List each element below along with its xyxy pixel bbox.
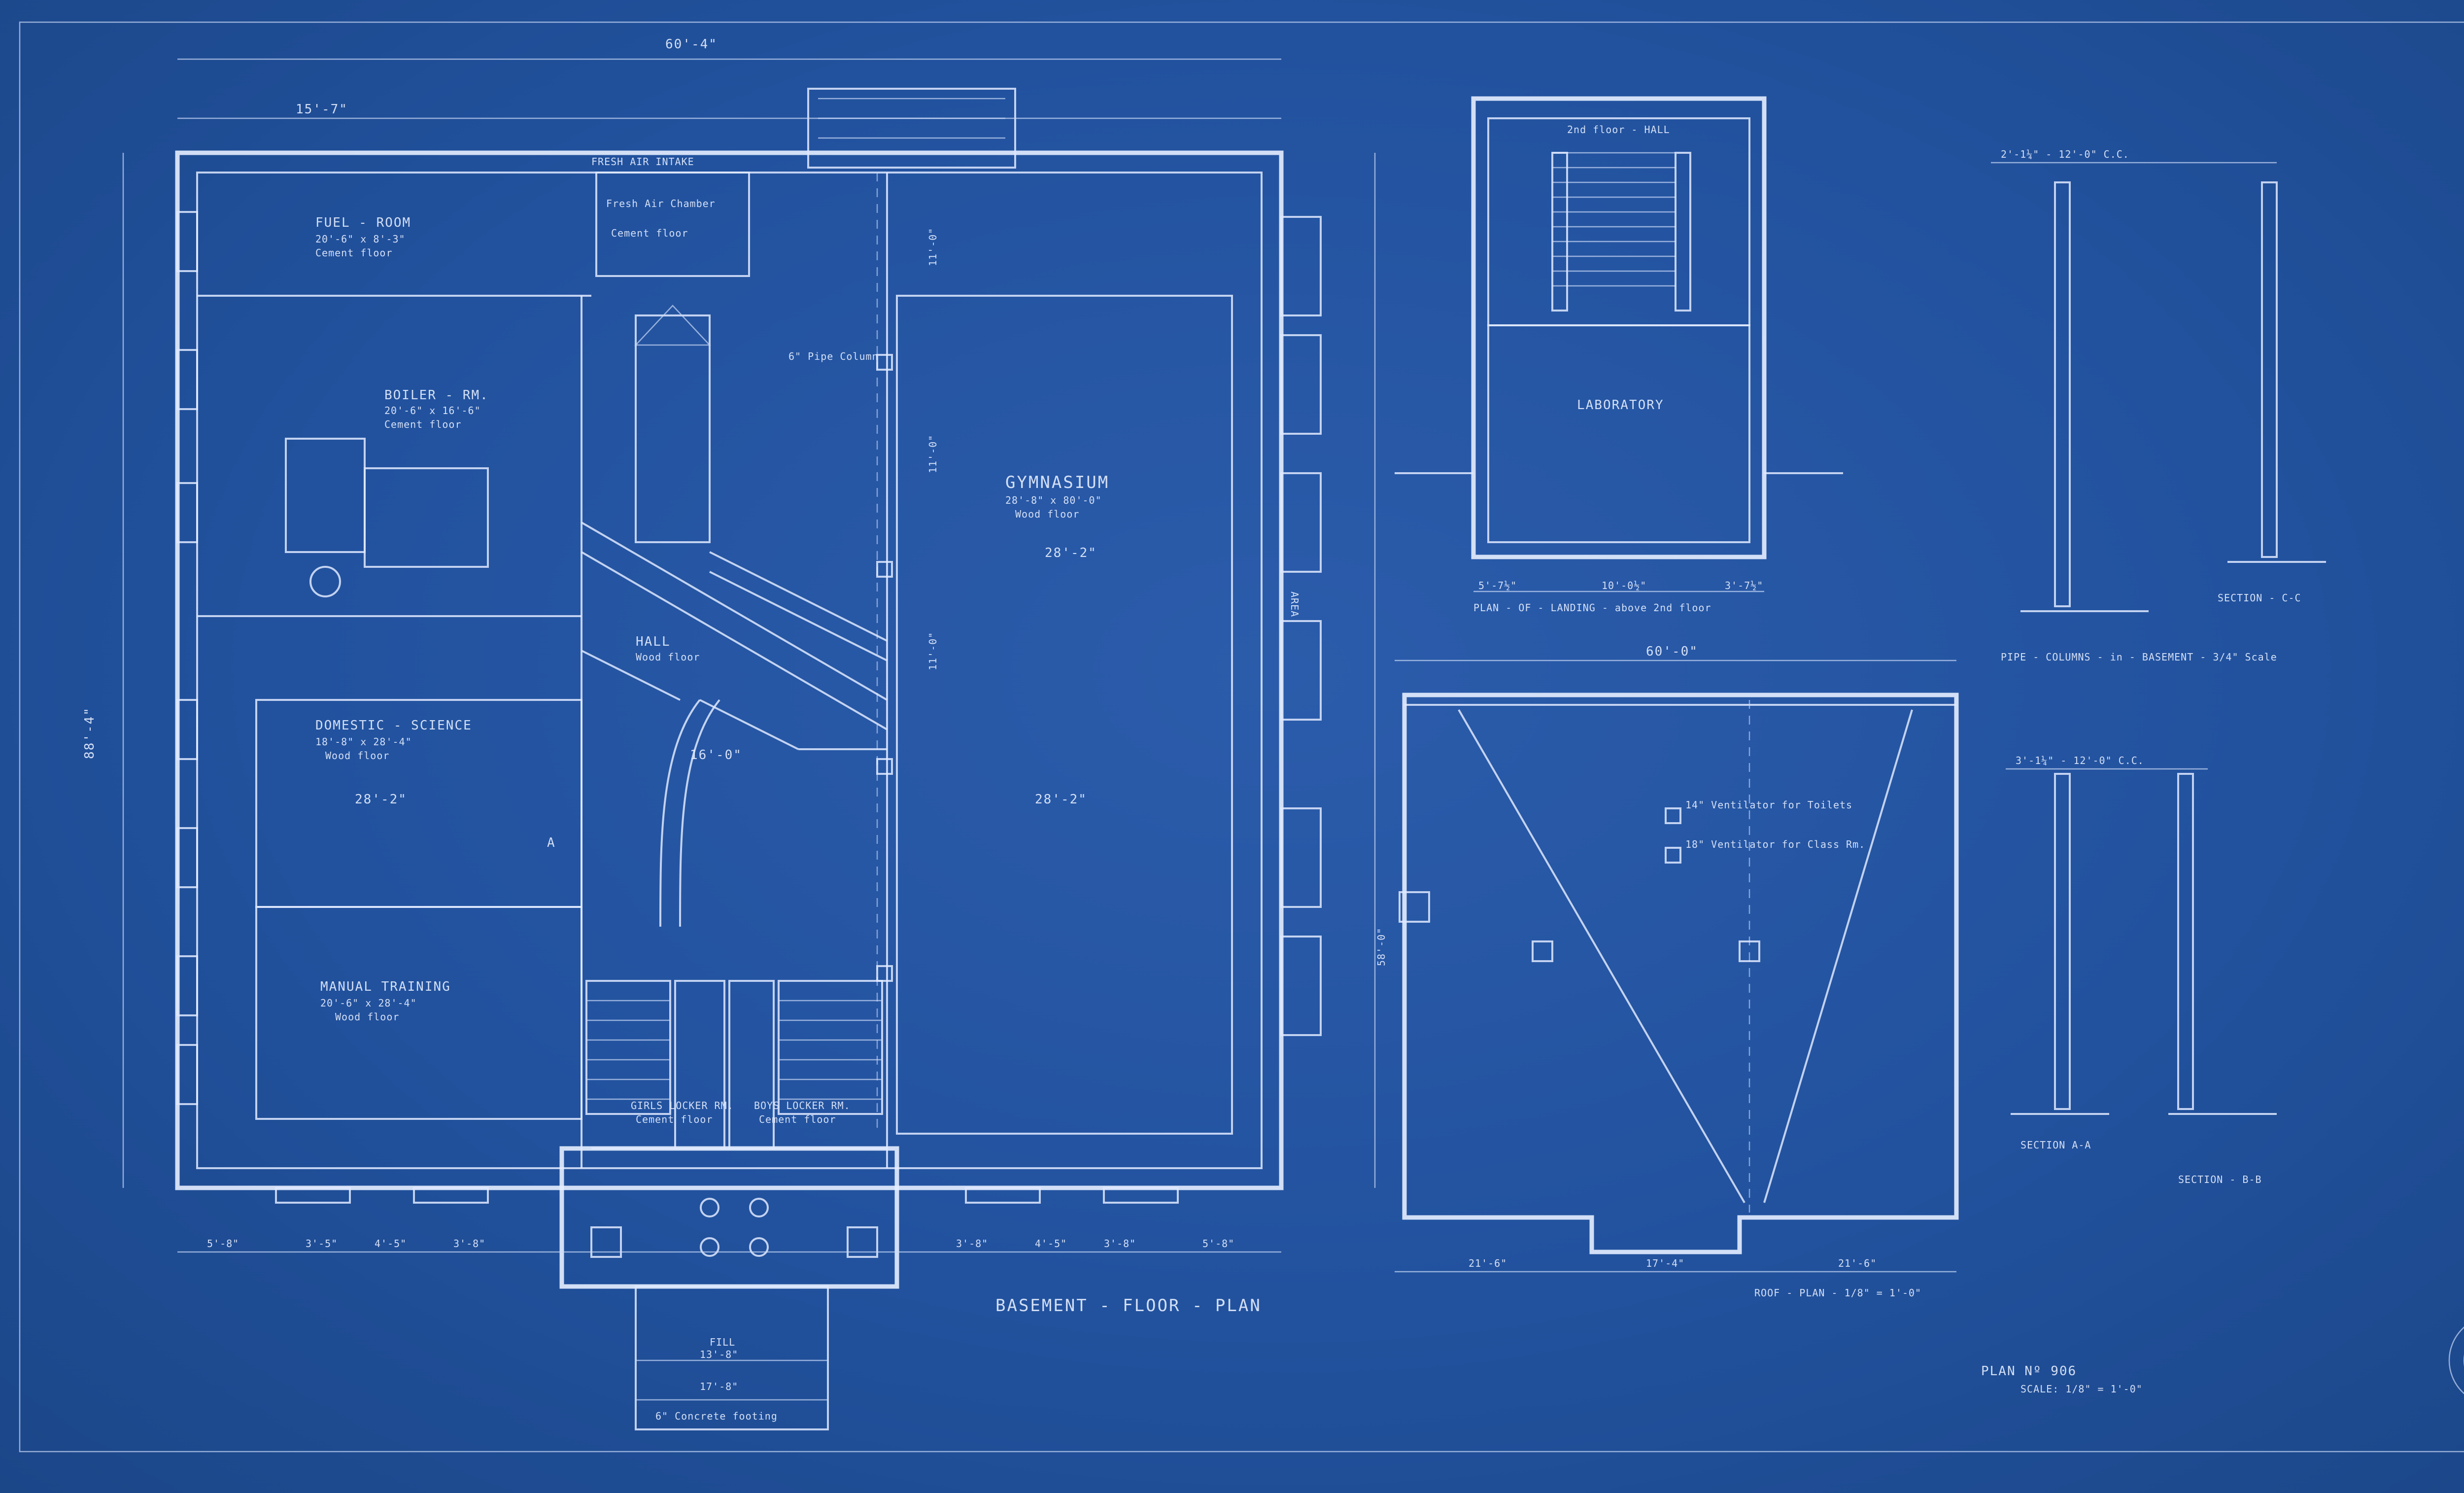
fresh-air-intake: FRESH AIR INTAKE: [591, 156, 694, 168]
roof-width-dim: 60'-0": [1646, 644, 1698, 659]
landing-dim-1: 5'-7½": [1478, 580, 1517, 591]
gym-bay-2: 11'-0": [927, 435, 939, 473]
bottom-dim-6: 4'-5": [1035, 1238, 1067, 1250]
landing-hall-label: 2nd floor - HALL: [1567, 124, 1670, 136]
laboratory-name: LABORATORY: [1577, 398, 1664, 413]
landing-dim-3: 3'-7½": [1725, 580, 1763, 591]
landing-dim-2: 10'-0½": [1602, 580, 1646, 591]
girls-locker-floor: Cement floor: [636, 1113, 713, 1125]
fuel-room-name: FUEL - ROOM: [315, 215, 411, 230]
plan-number: PLAN Nº 906: [1981, 1364, 2077, 1379]
area-well-note: AREA: [1289, 591, 1300, 617]
sheet-border: [19, 21, 2464, 1453]
section-bb-label: SECTION - B-B: [2178, 1174, 2262, 1185]
bottom-dim-2: 3'-5": [306, 1238, 338, 1250]
pipe-columns-title: PIPE - COLUMNS - in - BASEMENT - 3/4" Sc…: [2001, 651, 2277, 663]
manual-training-name: MANUAL TRAINING: [320, 979, 451, 994]
stamp-seal: [2448, 1326, 2464, 1394]
roof-note-2: 18" Ventilator for Class Rm.: [1685, 838, 1865, 850]
plan-scale: SCALE: 1/8" = 1'-0": [2020, 1383, 2143, 1395]
fill-size: 13'-8": [700, 1349, 738, 1360]
fuel-room-size: 20'-6" x 8'-3": [315, 233, 406, 245]
girls-locker-name: GIRLS LOCKER RM.: [631, 1100, 734, 1111]
boiler-room-size: 20'-6" x 16'-6": [384, 405, 481, 417]
bottom-dim-1: 5'-8": [207, 1238, 239, 1250]
pipe-col-dim-1: 2'-1¼" - 12'-0" C.C.: [2001, 148, 2129, 160]
pipe-column-note: 6" Pipe Column: [788, 350, 879, 362]
manual-training-size: 20'-6" x 28'-4": [320, 997, 417, 1009]
gym-width-top-dim: 28'-2": [1045, 546, 1097, 560]
gym-bay-1: 11'-0": [927, 228, 939, 266]
roof-depth-dim: 58'-0": [1375, 928, 1387, 966]
domestic-science-size: 18'-8" x 28'-4": [315, 736, 412, 748]
domestic-science-floor: Wood floor: [325, 750, 389, 762]
top-left-dim: 15'-7": [296, 102, 348, 117]
gym-bay-3: 11'-0": [927, 632, 939, 670]
bottom-dim-8: 5'-8": [1202, 1238, 1234, 1250]
boys-locker-name: BOYS LOCKER RM.: [754, 1100, 851, 1111]
fill-name: FILL: [710, 1336, 735, 1348]
gymnasium-size: 28'-8" x 80'-0": [1005, 494, 1102, 506]
entry-width-dim: 17'-8": [700, 1381, 738, 1392]
landing-plan-title: PLAN - OF - LANDING - above 2nd floor: [1473, 602, 1711, 614]
roof-dim-1: 21'-6": [1469, 1257, 1507, 1269]
gymnasium-name: GYMNASIUM: [1005, 473, 1109, 492]
pipe-col-dim-2: 3'-1¼" - 12'-0" C.C.: [2016, 755, 2144, 766]
gymnasium-room: [896, 295, 1233, 1135]
overall-depth-dim: 88'-4": [82, 707, 97, 759]
domestic-width-dim: 28'-2": [355, 792, 407, 807]
roof-plan: [1395, 660, 1959, 1273]
section-cc-label: SECTION - C-C: [2218, 592, 2301, 604]
section-aa-label: SECTION A-A: [2020, 1139, 2091, 1151]
bottom-dim-7: 3'-8": [1104, 1238, 1136, 1250]
basement-plan-title: BASEMENT - FLOOR - PLAN: [995, 1296, 1262, 1316]
fuel-room-floor: Cement floor: [315, 247, 393, 259]
concrete-footing-note: 6" Concrete footing: [655, 1410, 778, 1422]
gymnasium-floor: Wood floor: [1015, 508, 1079, 520]
boys-locker-floor: Cement floor: [759, 1113, 836, 1125]
overall-width-dim: 60'-4": [665, 37, 718, 52]
bottom-dim-3: 4'-5": [375, 1238, 407, 1250]
fresh-air-chamber-name: Fresh Air Chamber: [606, 198, 716, 209]
manual-training-room: [255, 906, 582, 1120]
pipe-column-sections: [1991, 162, 2326, 1115]
roof-plan-title: ROOF - PLAN - 1/8" = 1'-0": [1754, 1287, 1921, 1299]
manual-training-floor: Wood floor: [335, 1011, 399, 1023]
bottom-dim-5: 3'-8": [956, 1238, 988, 1250]
roof-dim-2: 17'-4": [1646, 1257, 1684, 1269]
section-aa-mark: A: [547, 835, 556, 850]
domestic-science-name: DOMESTIC - SCIENCE: [315, 718, 472, 733]
boiler-room-floor: Cement floor: [384, 418, 462, 430]
bottom-dim-4: 3'-8": [453, 1238, 485, 1250]
hall-name: HALL: [636, 634, 671, 649]
boiler-room-name: BOILER - RM.: [384, 388, 489, 403]
basement-floor-plan: [122, 58, 1376, 1430]
gym-width-dim: 28'-2": [1035, 792, 1087, 807]
hall-floor: Wood floor: [636, 651, 700, 663]
hall-width-dim: 16'-0": [690, 748, 742, 763]
roof-dim-3: 21'-6": [1838, 1257, 1877, 1269]
landing-plan: [1395, 96, 1843, 592]
fresh-air-chamber-floor: Cement floor: [611, 227, 688, 239]
roof-note-1: 14" Ventilator for Toilets: [1685, 799, 1852, 811]
